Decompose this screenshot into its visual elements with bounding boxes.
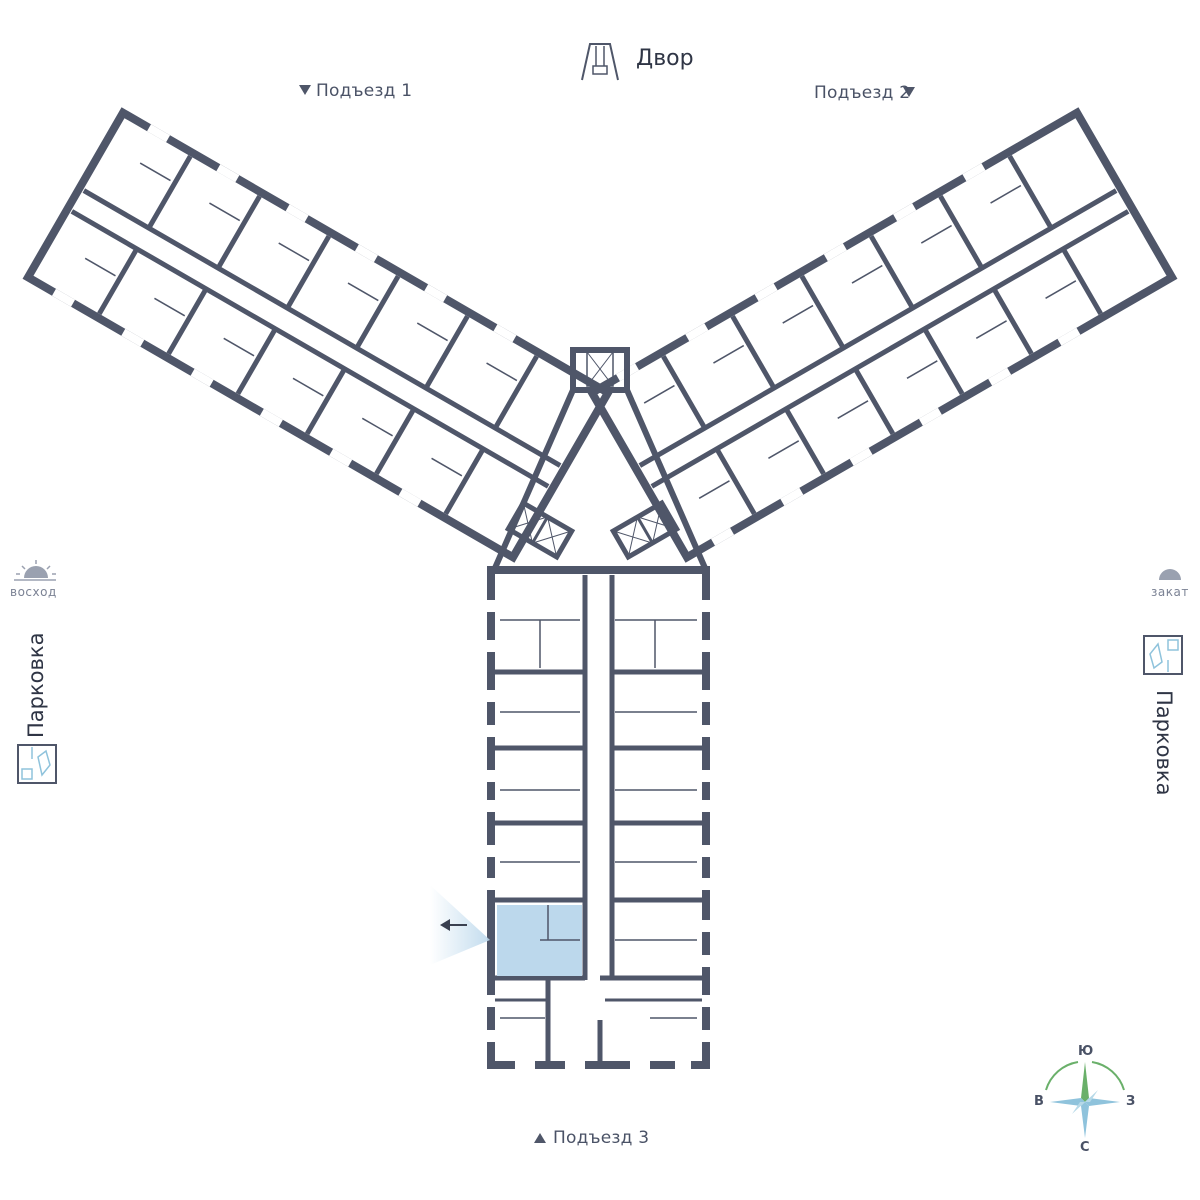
- parking-right-label: Парковка: [1152, 690, 1176, 796]
- arrow-left-icon: [440, 919, 467, 931]
- entrance-1-label: Подъезд 1: [316, 81, 413, 101]
- entrance-3-label: Подъезд 3: [553, 1128, 650, 1148]
- parking-lot-icon: [1143, 635, 1183, 675]
- sunrise-icon: [14, 560, 56, 581]
- triangle-marker-icon: [299, 85, 311, 95]
- northwest-wing: [22, 107, 614, 563]
- central-core: [492, 347, 708, 570]
- parking-lot-icon: [17, 744, 57, 784]
- northeast-wing: [586, 107, 1178, 563]
- triangle-marker-icon: [903, 87, 915, 97]
- courtyard-label: Двор: [636, 46, 694, 71]
- parking-left-label: Парковка: [24, 632, 48, 738]
- sunset-icon: [1159, 569, 1181, 580]
- entrance-2-label: Подъезд 2: [814, 83, 911, 103]
- compass-south-label: С: [1080, 1140, 1090, 1155]
- playground-swing-icon: [581, 43, 619, 81]
- triangle-marker-icon: [534, 1133, 546, 1143]
- south-wing: [487, 566, 710, 1069]
- compass-rose-icon: [1045, 1061, 1125, 1138]
- sunrise-label: восход: [10, 585, 57, 599]
- compass-east-label: З: [1126, 1094, 1136, 1109]
- compass-west-label: В: [1034, 1094, 1044, 1109]
- sunset-label: закат: [1151, 585, 1189, 599]
- compass-north-label: Ю: [1078, 1044, 1094, 1059]
